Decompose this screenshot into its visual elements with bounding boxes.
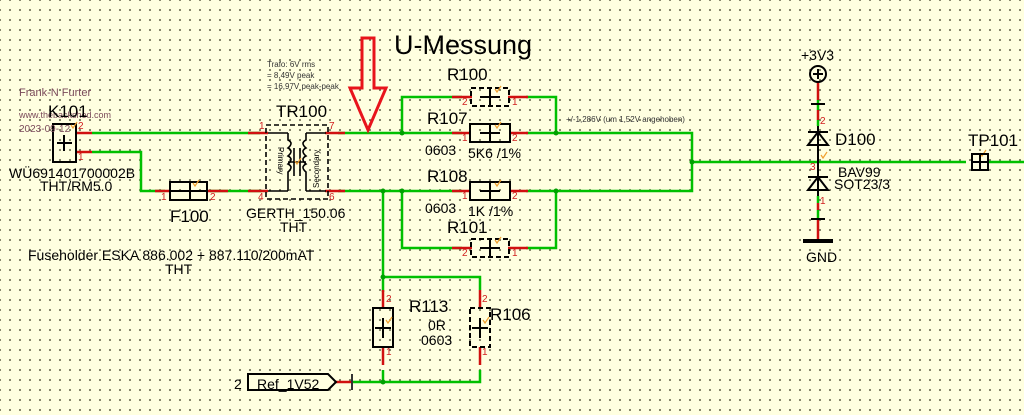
tr100-value: GERTH_150.06 <box>246 205 346 221</box>
gnd-label: GND <box>806 249 838 265</box>
ref-port-label[interactable]: Ref_1V52 <box>257 376 320 392</box>
tr100-pin-1: 1 <box>259 121 265 132</box>
trafo-note-line-3: = 16,97V peak-peak <box>267 82 339 91</box>
d100-pin-3: 3 <box>810 162 816 173</box>
r108-value: 1K /1% <box>468 203 514 219</box>
r107-pin-2: 2 <box>512 133 518 144</box>
ref-1v52-port-symbol[interactable] <box>247 373 353 391</box>
author-label: Frank-N Furter <box>19 87 92 99</box>
d100-pin-2: 2 <box>820 116 826 127</box>
r113-value: 0R <box>428 317 446 333</box>
r100-pin-2: 2 <box>462 97 468 108</box>
r101-pin-1: 1 <box>512 248 518 259</box>
vcc-label: +3V3 <box>801 47 835 63</box>
f100-pin-2: 2 <box>210 192 216 203</box>
tr100-primary-label: Primary <box>276 147 285 175</box>
tp101-testpoint-symbol[interactable] <box>971 153 989 171</box>
k101-package: THT/RM5.0 <box>40 178 113 194</box>
f100-ref: F100 <box>170 207 209 226</box>
d100-value: BAV99 <box>838 164 881 180</box>
d100-diode-symbol[interactable] <box>805 126 831 220</box>
check-mark-icons <box>70 85 987 325</box>
r101-pin-2: 2 <box>462 248 468 259</box>
voltage-note: +/-1,286V (um 1,52V angehoben) <box>566 115 685 124</box>
r101-resistor-symbol[interactable] <box>470 238 510 258</box>
wires <box>92 95 1024 384</box>
d100-package: SOT23/3 <box>834 176 891 192</box>
r113-pin-1: 1 <box>386 347 392 358</box>
k101-value: WÜ691401700002B <box>9 165 136 181</box>
r107-resistor-symbol[interactable] <box>469 123 511 143</box>
tr100-package: THT <box>280 219 308 235</box>
tr100-pin-7: 7 <box>329 121 335 132</box>
k101-pin-2: 2 <box>78 121 84 132</box>
r113-resistor-symbol[interactable] <box>372 307 394 348</box>
r106-resistor-symbol[interactable] <box>469 307 491 348</box>
f100-fuse-symbol[interactable] <box>169 181 208 201</box>
website-label: www.thebackshed.com <box>19 110 112 120</box>
wire-ref-bottom[interactable] <box>352 370 482 384</box>
wire-k101-pin1-to-f100[interactable] <box>92 150 165 193</box>
tr100-secondary-label: Secondary <box>312 149 321 188</box>
k101-connector-symbol[interactable] <box>52 123 77 163</box>
trafo-note-line-2: = 8,49V peak <box>267 71 315 80</box>
tr100-pin-6: 6 <box>329 192 335 203</box>
red-down-arrow-annotation <box>347 36 389 134</box>
tr100-pin-4: 4 <box>258 192 264 203</box>
f100-value: Fuseholder ESKA 886.002 + 887.110/200mAT <box>28 247 315 263</box>
sheet-title: U-Messung <box>394 30 533 60</box>
wire-r100-left[interactable] <box>400 95 462 133</box>
d100-ref: D100 <box>835 130 876 149</box>
r107-package: 0603 <box>425 142 457 158</box>
r106-pin-1: 1 <box>482 347 488 358</box>
r113-pin-2: 2 <box>386 294 392 305</box>
wire-r107-right[interactable] <box>526 131 694 162</box>
wire-ref-branch[interactable] <box>381 191 482 290</box>
gnd-symbol[interactable] <box>803 239 833 243</box>
r107-pin-1: 1 <box>462 133 468 144</box>
r107-ref: R107 <box>427 109 468 128</box>
r108-pin-1: 1 <box>462 191 468 202</box>
r106-ref: R106 <box>490 305 531 324</box>
r107-value: 5K6 /1% <box>468 145 521 161</box>
r113-package: 0603 <box>421 332 453 348</box>
tr100-ref: TR100 <box>276 102 328 121</box>
f100-package: THT <box>165 261 193 277</box>
tr100-transformer-symbol[interactable] <box>265 124 329 200</box>
r100-ref: R100 <box>447 65 488 84</box>
ref-port-sheet-number: 2 <box>234 376 242 392</box>
pin-stubs <box>76 82 820 384</box>
r113-ref: R113 <box>409 297 449 316</box>
r108-package: 0603 <box>425 200 457 216</box>
r108-resistor-symbol[interactable] <box>469 181 511 201</box>
date-label: 2023-09-12 <box>19 124 71 135</box>
r100-pin-1: 1 <box>512 97 518 108</box>
r101-ref: R101 <box>447 218 488 237</box>
wire-r101-right[interactable] <box>526 191 558 250</box>
d100-pin-1: 1 <box>820 196 826 207</box>
junctions <box>380 130 695 385</box>
wire-r101-left[interactable] <box>400 191 462 250</box>
wire-r108-right[interactable] <box>526 162 694 193</box>
r108-ref: R108 <box>427 167 468 186</box>
r100-resistor-symbol[interactable] <box>470 87 510 107</box>
wire-r100-right[interactable] <box>526 95 558 133</box>
k101-pin-1: 1 <box>78 152 84 163</box>
r106-pin-2: 2 <box>482 294 488 305</box>
vcc-power-symbol[interactable] <box>809 65 827 105</box>
tp101-ref: TP101 <box>968 131 1019 150</box>
r108-pin-2: 2 <box>512 191 518 202</box>
f100-pin-1: 1 <box>161 192 167 203</box>
k101-ref: K101 <box>48 102 88 121</box>
trafo-note-line-1: Trafo: 6V rms <box>267 60 316 69</box>
